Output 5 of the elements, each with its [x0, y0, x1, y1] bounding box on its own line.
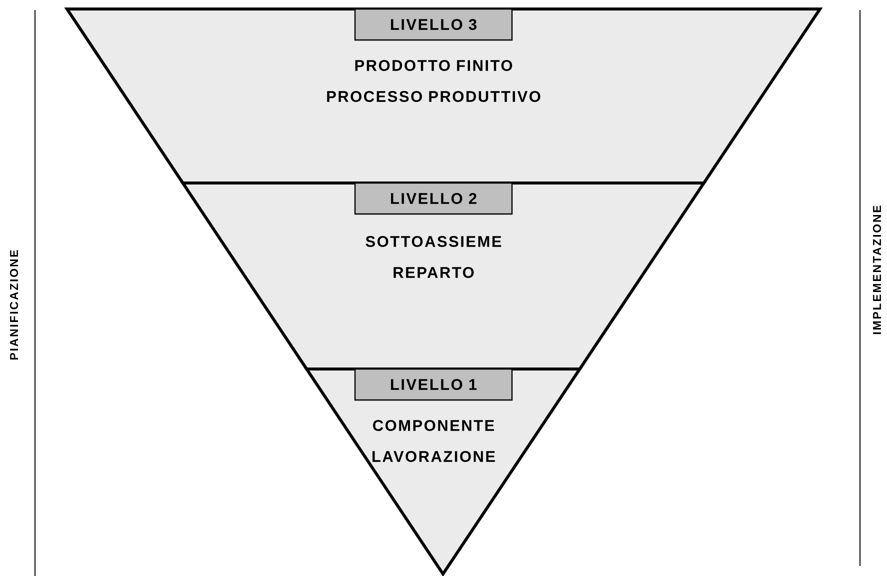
level-tag: LIVELLO 3: [354, 8, 513, 41]
side-label: PIANIFICAZIONE: [10, 250, 18, 360]
level-tag: LIVELLO 2: [354, 182, 513, 215]
side-label: IMPLEMENTAZIONE: [872, 206, 882, 334]
level-tag: LIVELLO 1: [354, 368, 513, 401]
